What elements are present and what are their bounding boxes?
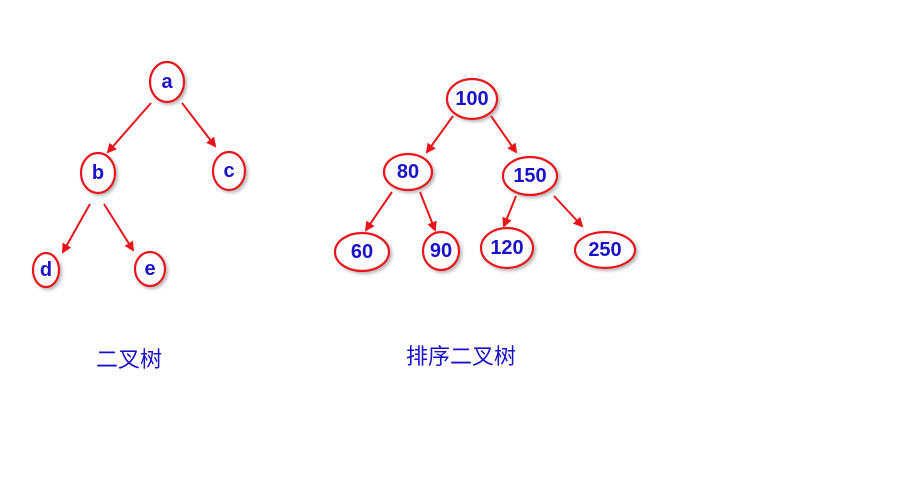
- node-90-label: 90: [430, 240, 452, 262]
- edge-b-e: [103, 203, 135, 252]
- node-100-label: 100: [455, 88, 488, 110]
- node-80-label: 80: [397, 161, 419, 183]
- node-b-label: b: [92, 162, 104, 184]
- node-e: e: [133, 250, 167, 288]
- node-150: 150: [501, 155, 559, 197]
- node-120: 120: [479, 226, 535, 270]
- edge-b-d: [62, 203, 91, 254]
- node-60-label: 60: [351, 241, 373, 263]
- node-e-label: e: [144, 258, 155, 280]
- sorted-binary-tree-caption: 排序二叉树: [406, 345, 517, 370]
- node-d-label: d: [40, 259, 52, 281]
- node-90: 90: [421, 230, 461, 272]
- edge-100-150: [490, 115, 518, 154]
- sorted-binary-tree: 100 80 150 60 90 120: [333, 77, 637, 273]
- node-a-label: a: [161, 71, 173, 93]
- node-a: a: [148, 60, 186, 104]
- node-250-label: 250: [588, 239, 621, 261]
- node-250: 250: [573, 230, 637, 270]
- binary-tree-caption: 二叉树: [96, 348, 163, 373]
- node-d: d: [31, 251, 61, 289]
- binary-tree: a b c d e: [31, 60, 247, 289]
- node-120-label: 120: [490, 237, 523, 259]
- node-c: c: [211, 150, 247, 192]
- edge-80-60: [364, 191, 393, 232]
- edge-150-120: [502, 195, 517, 228]
- node-b: b: [79, 151, 117, 195]
- node-100: 100: [445, 77, 499, 121]
- node-80: 80: [382, 152, 434, 192]
- edge-80-90: [419, 191, 437, 232]
- edge-a-c: [181, 102, 217, 148]
- edge-150-250: [553, 195, 584, 228]
- node-150-label: 150: [513, 165, 546, 187]
- node-c-label: c: [223, 160, 234, 182]
- node-60: 60: [333, 231, 391, 273]
- edge-a-b: [106, 102, 152, 154]
- edge-100-80: [425, 115, 454, 154]
